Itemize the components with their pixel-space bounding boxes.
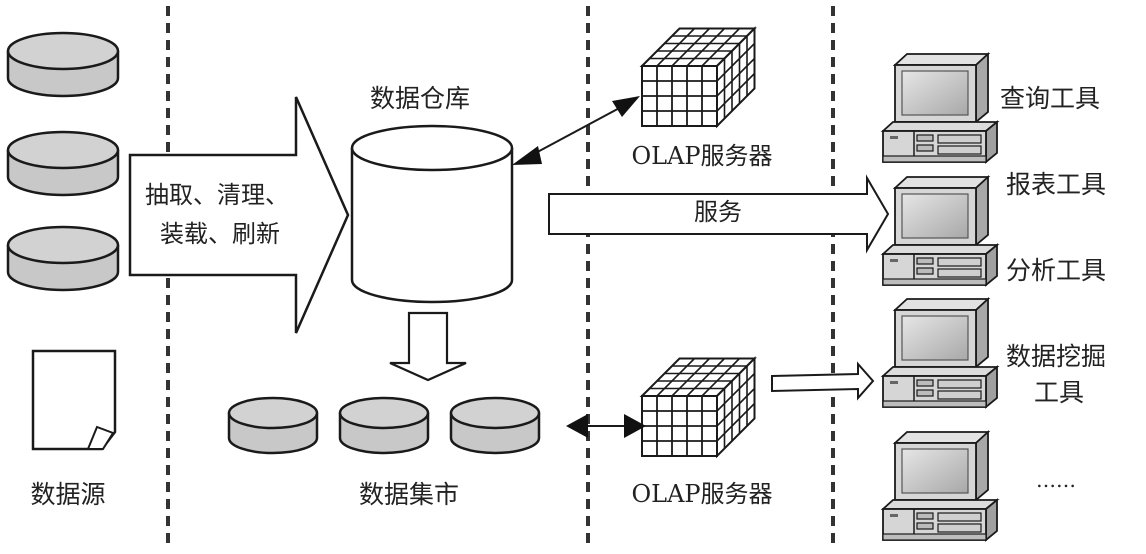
database-icon (6, 225, 120, 292)
data-mart-label: 数据集市 (358, 480, 460, 509)
down-arrow (389, 311, 467, 382)
database-icon (449, 396, 541, 455)
data-warehouse-label: 数据仓库 (369, 84, 471, 113)
data-source-label: 数据源 (30, 480, 106, 509)
tool-label-data-mining-line2: 工具 (1034, 378, 1085, 407)
tool-label-data-mining: 数据挖掘 (1006, 342, 1107, 371)
etl-label-line1: 抽取、清理、 (145, 181, 289, 209)
tool-label-query: 查询工具 (1000, 84, 1101, 113)
service-arrow (548, 174, 890, 254)
source-databases (6, 31, 120, 292)
database-icon (338, 396, 430, 455)
data-mart-databases (227, 396, 541, 455)
data-warehouse-cylinder (350, 124, 514, 304)
bidirectional-arrow-marts-olap (566, 414, 646, 438)
computer-icon (880, 296, 1000, 409)
database-icon (227, 396, 319, 455)
database-icon (6, 31, 120, 98)
bidirectional-arrow-warehouse-olap (512, 96, 640, 165)
service-label: 服务 (694, 198, 742, 226)
olap-cube-icon (639, 26, 757, 129)
olap-server-bottom-label: OLAP服务器 (631, 480, 773, 508)
computer-icon (880, 429, 1000, 542)
database-icon (6, 130, 120, 197)
client-computers (880, 51, 1000, 542)
document-icon (31, 349, 117, 451)
computer-icon (880, 174, 1000, 287)
olap-cube-icon (639, 356, 757, 459)
tool-label-report: 报表工具 (1006, 170, 1107, 199)
tool-label-analysis: 分析工具 (1006, 256, 1107, 285)
computer-icon (880, 51, 1000, 164)
olap-to-mining-arrow (771, 361, 875, 401)
olap-server-top-label: OLAP服务器 (631, 142, 773, 170)
tool-label-more: …… (1036, 468, 1076, 492)
etl-label-line2: 装载、刷新 (160, 220, 280, 248)
etl-arrow (128, 96, 350, 334)
